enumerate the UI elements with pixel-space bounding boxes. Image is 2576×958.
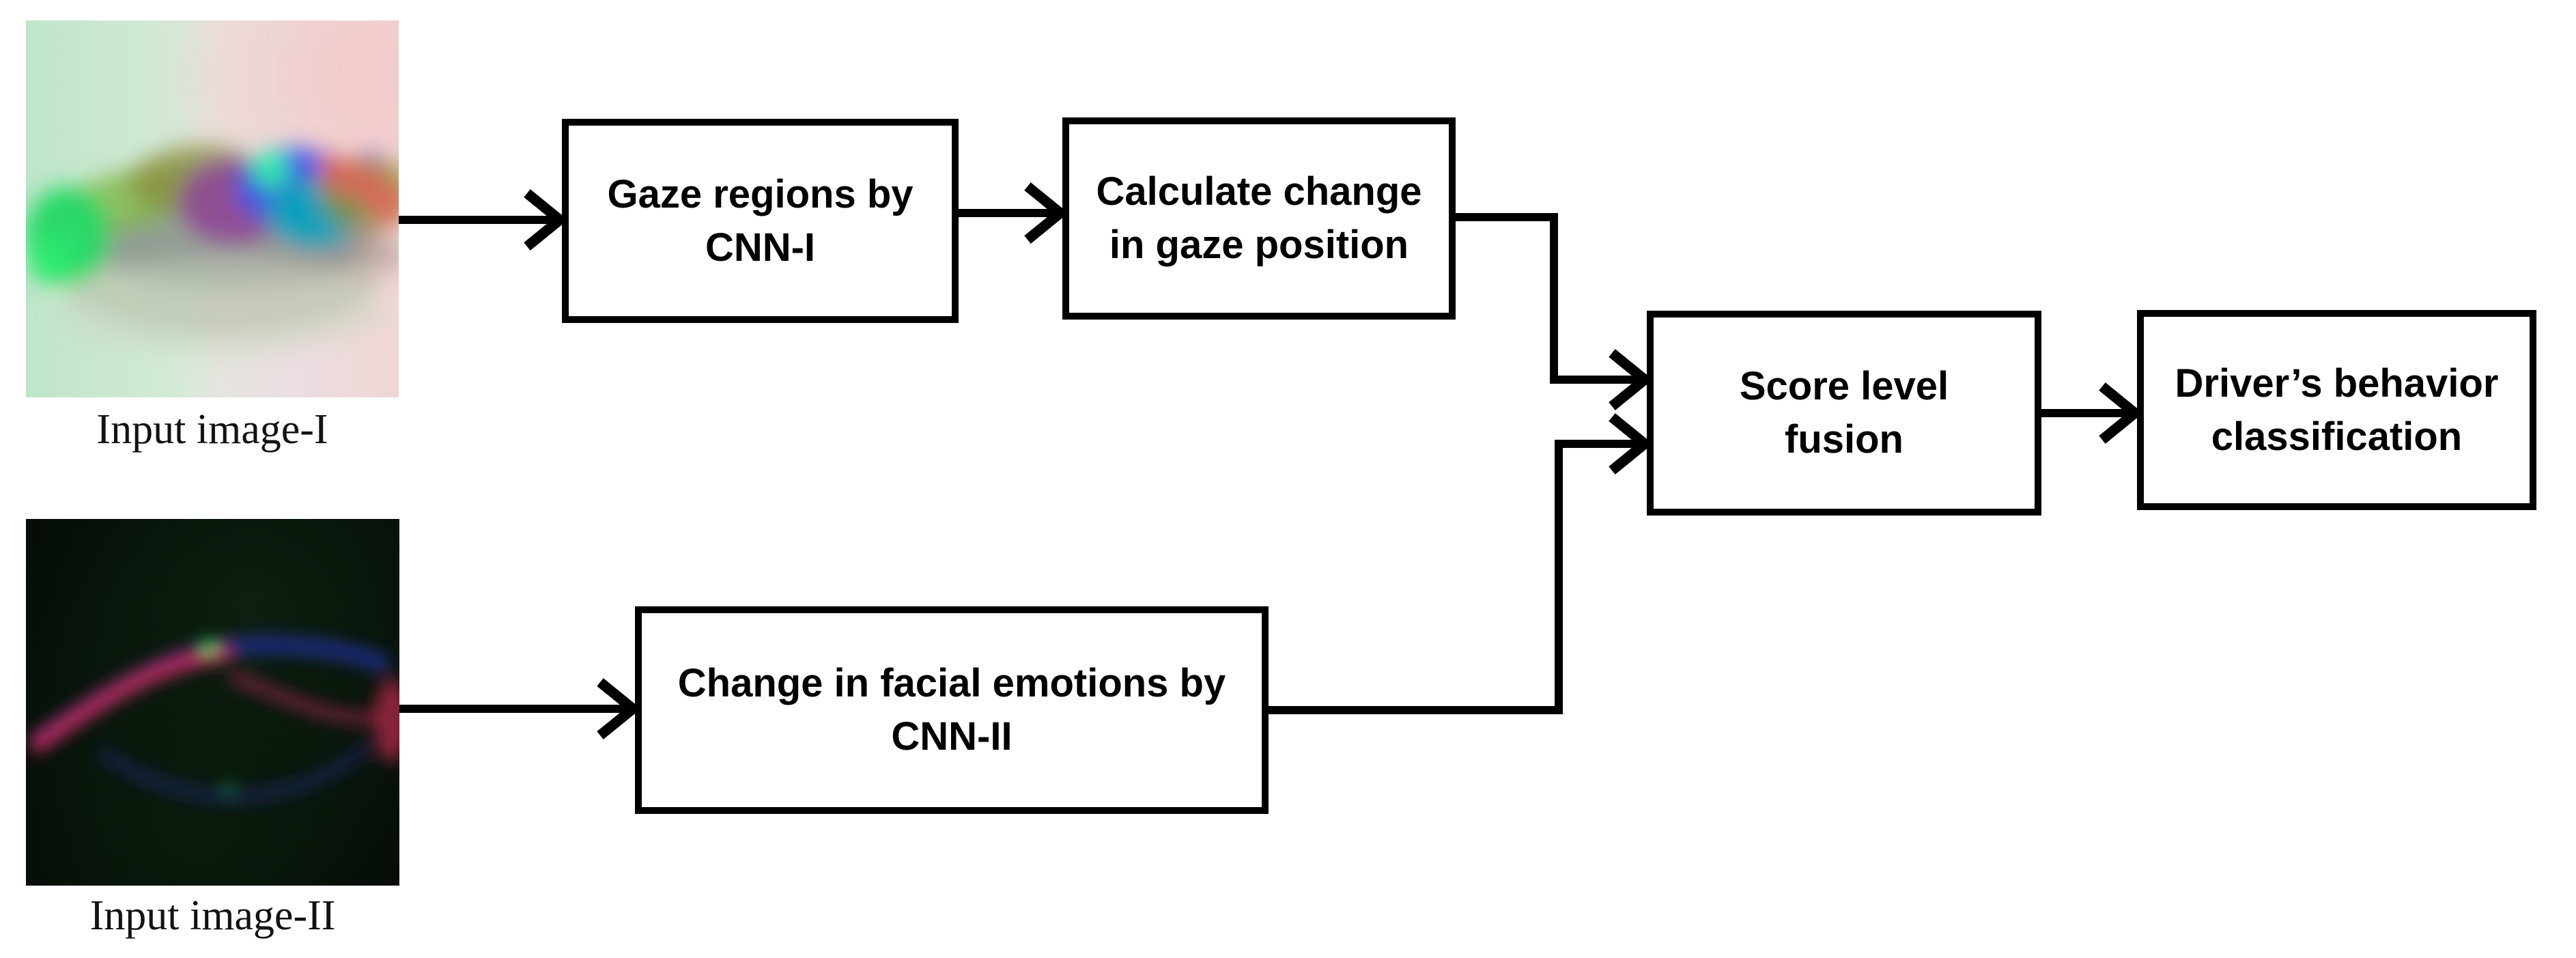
box-gaze-regions-cnn1-line2: CNN-I	[705, 225, 816, 270]
box-facial-emotions-cnn2: Change in facial emotions by CNN-II	[635, 606, 1269, 814]
box-score-level-fusion-line1: Score level	[1739, 364, 1949, 409]
input-image-2	[26, 519, 399, 886]
box-facial-emotions-cnn2-line2: CNN-II	[891, 714, 1013, 759]
box-score-level-fusion: Score level fusion	[1647, 311, 2041, 516]
box-calculate-gaze-change-line2: in gaze position	[1109, 223, 1409, 267]
box-calculate-gaze-change-line1: Calculate change	[1096, 169, 1422, 214]
input-image-1	[26, 20, 399, 397]
arrow-cnn2-to-fusion	[1269, 413, 1653, 714]
box-facial-emotions-cnn2-line1: Change in facial emotions by	[677, 661, 1226, 706]
box-driver-behavior-classification-line2: classification	[2211, 414, 2463, 459]
arrow-gaze-change-to-fusion	[1456, 213, 1653, 410]
box-score-level-fusion-line2: fusion	[1785, 417, 1903, 462]
box-calculate-gaze-change: Calculate change in gaze position	[1062, 117, 1456, 320]
input-image-2-caption: Input image-II	[89, 892, 336, 939]
box-gaze-regions-cnn1-line1: Gaze regions by	[607, 171, 914, 216]
box-driver-behavior-classification-line1: Driver’s behavior	[2175, 361, 2499, 406]
box-driver-behavior-classification: Driver’s behavior classification	[2137, 310, 2536, 510]
box-gaze-regions-cnn1: Gaze regions by CNN-I	[562, 119, 959, 323]
input-image-1-caption: Input image-I	[96, 406, 328, 453]
